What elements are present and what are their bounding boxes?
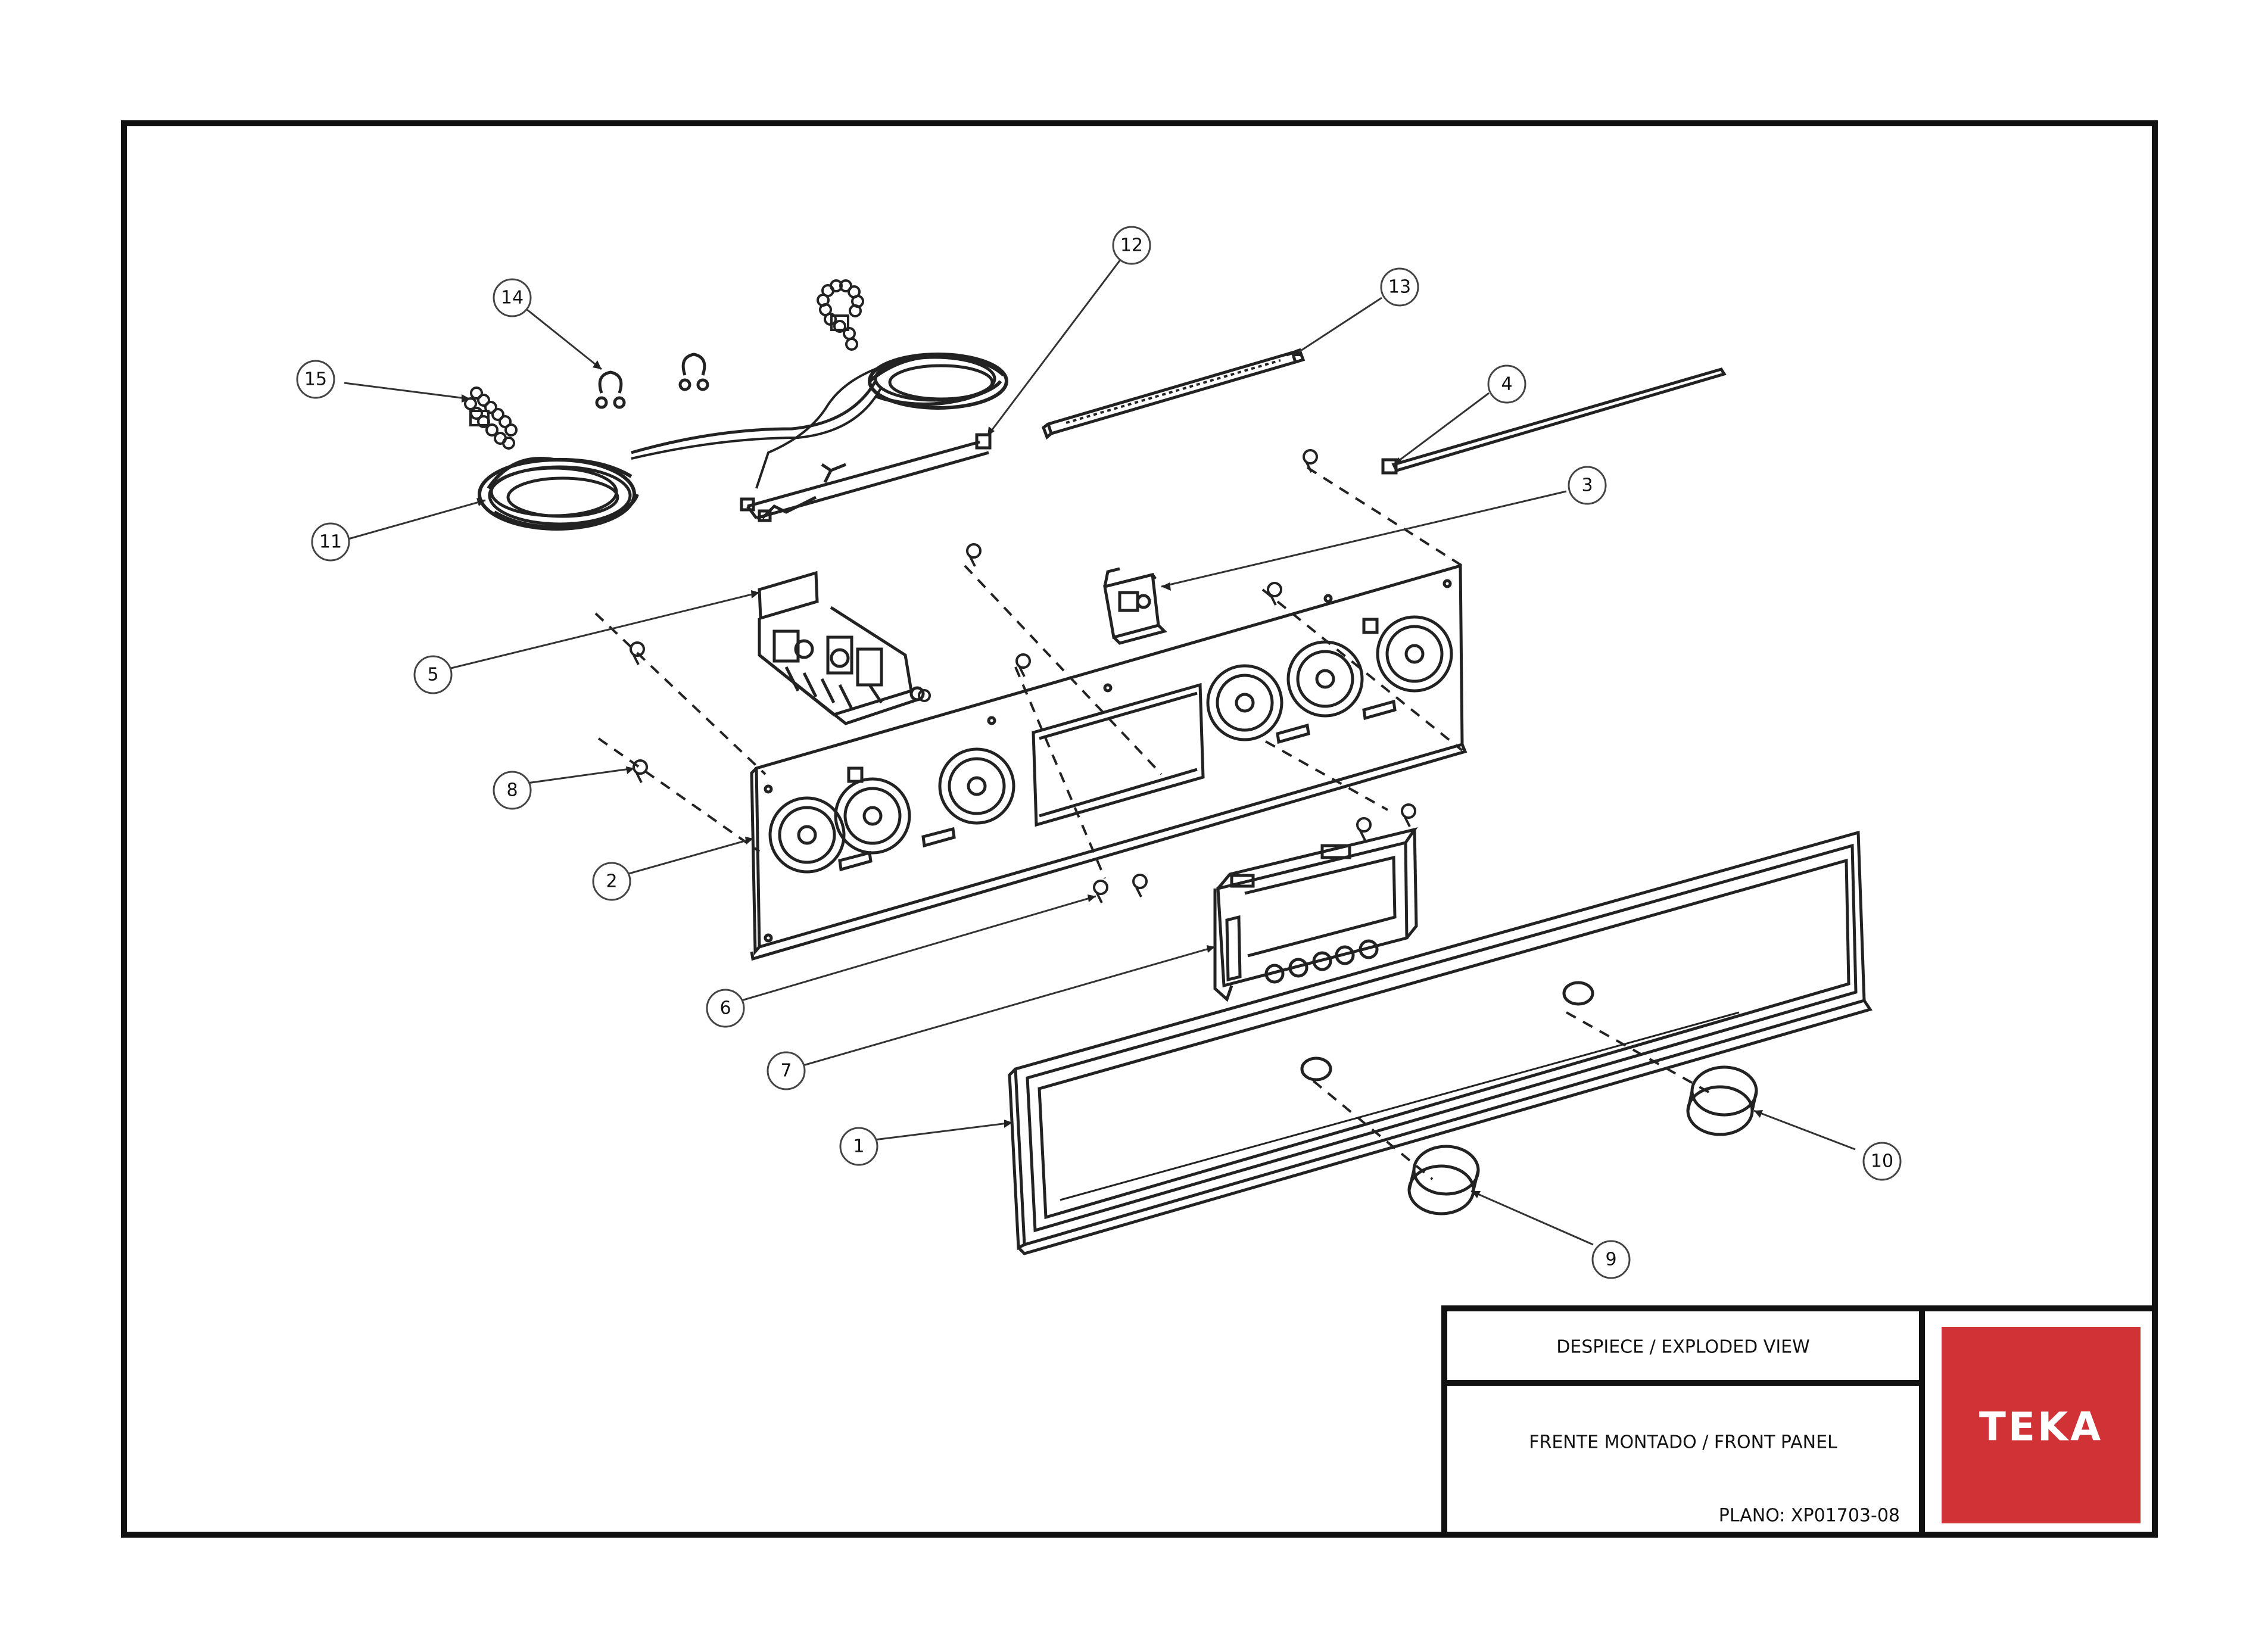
plan-number: PLANO: XP01703-08 [1719, 1505, 1900, 1526]
drawing-frame [121, 120, 2158, 1538]
callout-circle-12 [1112, 226, 1151, 265]
cable-with-connector [740, 433, 992, 522]
title-block-frame [1441, 1305, 2158, 1538]
callout-label-6: 6 [719, 998, 731, 1019]
callout-label-10: 10 [1871, 1151, 1893, 1172]
cable-tie-chain-right [817, 279, 864, 351]
assembly-label: FRENTE MONTADO / FRONT PANEL [1529, 1432, 1837, 1453]
callout-circle-1 [839, 1127, 878, 1166]
title-block: DESPIECE / EXPLODED VIEW FRENTE MONTADO … [1441, 1305, 2158, 1538]
callout-label-3: 3 [1581, 475, 1593, 496]
assembly-lines [594, 466, 1716, 1180]
callout-label-8: 8 [506, 780, 518, 801]
callout-label-9: 9 [1605, 1249, 1616, 1270]
callout-circle-5 [413, 655, 453, 694]
callout-label-1: 1 [853, 1136, 864, 1157]
display-module [1213, 827, 1418, 1002]
callout-label-12: 12 [1120, 235, 1143, 256]
cable-tie-chain-left [464, 386, 518, 450]
terminal-block [758, 571, 925, 725]
flat-strip [1042, 348, 1306, 440]
callout-labels: 15 14 11 12 13 4 3 5 8 2 6 7 1 9 10 [304, 235, 1893, 1270]
front-glass-panel [1008, 830, 1873, 1255]
brand-logo-box [1942, 1327, 2141, 1523]
ring-terminal-pair [595, 353, 709, 409]
callout-circle-14 [493, 278, 532, 317]
callout-label-15: 15 [304, 369, 327, 390]
callout-label-13: 13 [1388, 277, 1411, 298]
callout-circle-7 [767, 1051, 806, 1090]
parts [464, 279, 1873, 1255]
thin-strap [1381, 367, 1727, 475]
callout-label-14: 14 [501, 288, 524, 308]
callout-bubbles [296, 226, 1902, 1279]
view-label: DESPIECE / EXPLODED VIEW [1556, 1337, 1810, 1358]
small-connector [1103, 567, 1167, 645]
wire-harness-coil [478, 353, 1008, 531]
callout-circle-2 [592, 862, 631, 901]
brand-logo-text: TEKA [1979, 1404, 2103, 1450]
callout-circle-13 [1380, 267, 1419, 307]
callout-circle-10 [1862, 1142, 1902, 1181]
leader-arrowheads [462, 349, 1763, 1198]
callout-label-4: 4 [1501, 374, 1512, 395]
callout-label-11: 11 [319, 532, 342, 553]
callout-label-2: 2 [606, 871, 617, 892]
callout-circle-4 [1487, 364, 1526, 404]
callout-circle-3 [1568, 466, 1607, 505]
callout-circle-8 [493, 771, 532, 810]
leader-lines [344, 258, 1856, 1246]
callout-label-7: 7 [780, 1061, 792, 1081]
mounting-bracket-panel [750, 563, 1468, 961]
callout-label-5: 5 [427, 665, 438, 685]
callout-circle-6 [706, 989, 745, 1028]
callout-circle-9 [1591, 1240, 1631, 1279]
callout-circle-15 [296, 360, 335, 399]
control-knobs [1407, 1065, 1758, 1215]
callout-circle-11 [311, 522, 350, 562]
